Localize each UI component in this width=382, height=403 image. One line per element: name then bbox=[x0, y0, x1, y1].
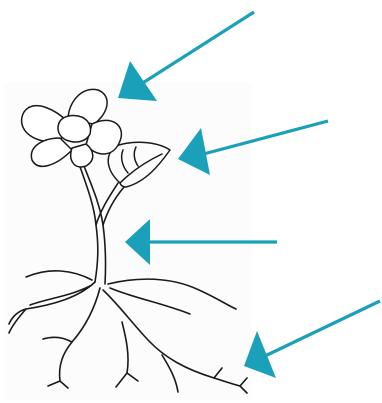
leaf-drawing bbox=[108, 142, 170, 187]
arrow-leaf bbox=[196, 121, 328, 156]
arrow-stem-head bbox=[125, 219, 150, 265]
arrow-flower bbox=[138, 12, 254, 86]
arrow-leaf-head bbox=[178, 128, 210, 175]
flower-drawing bbox=[22, 89, 122, 167]
arrow-flower-head bbox=[118, 61, 157, 101]
arrow-root bbox=[265, 301, 380, 356]
roots-drawing bbox=[9, 271, 247, 393]
arrows bbox=[118, 12, 380, 378]
